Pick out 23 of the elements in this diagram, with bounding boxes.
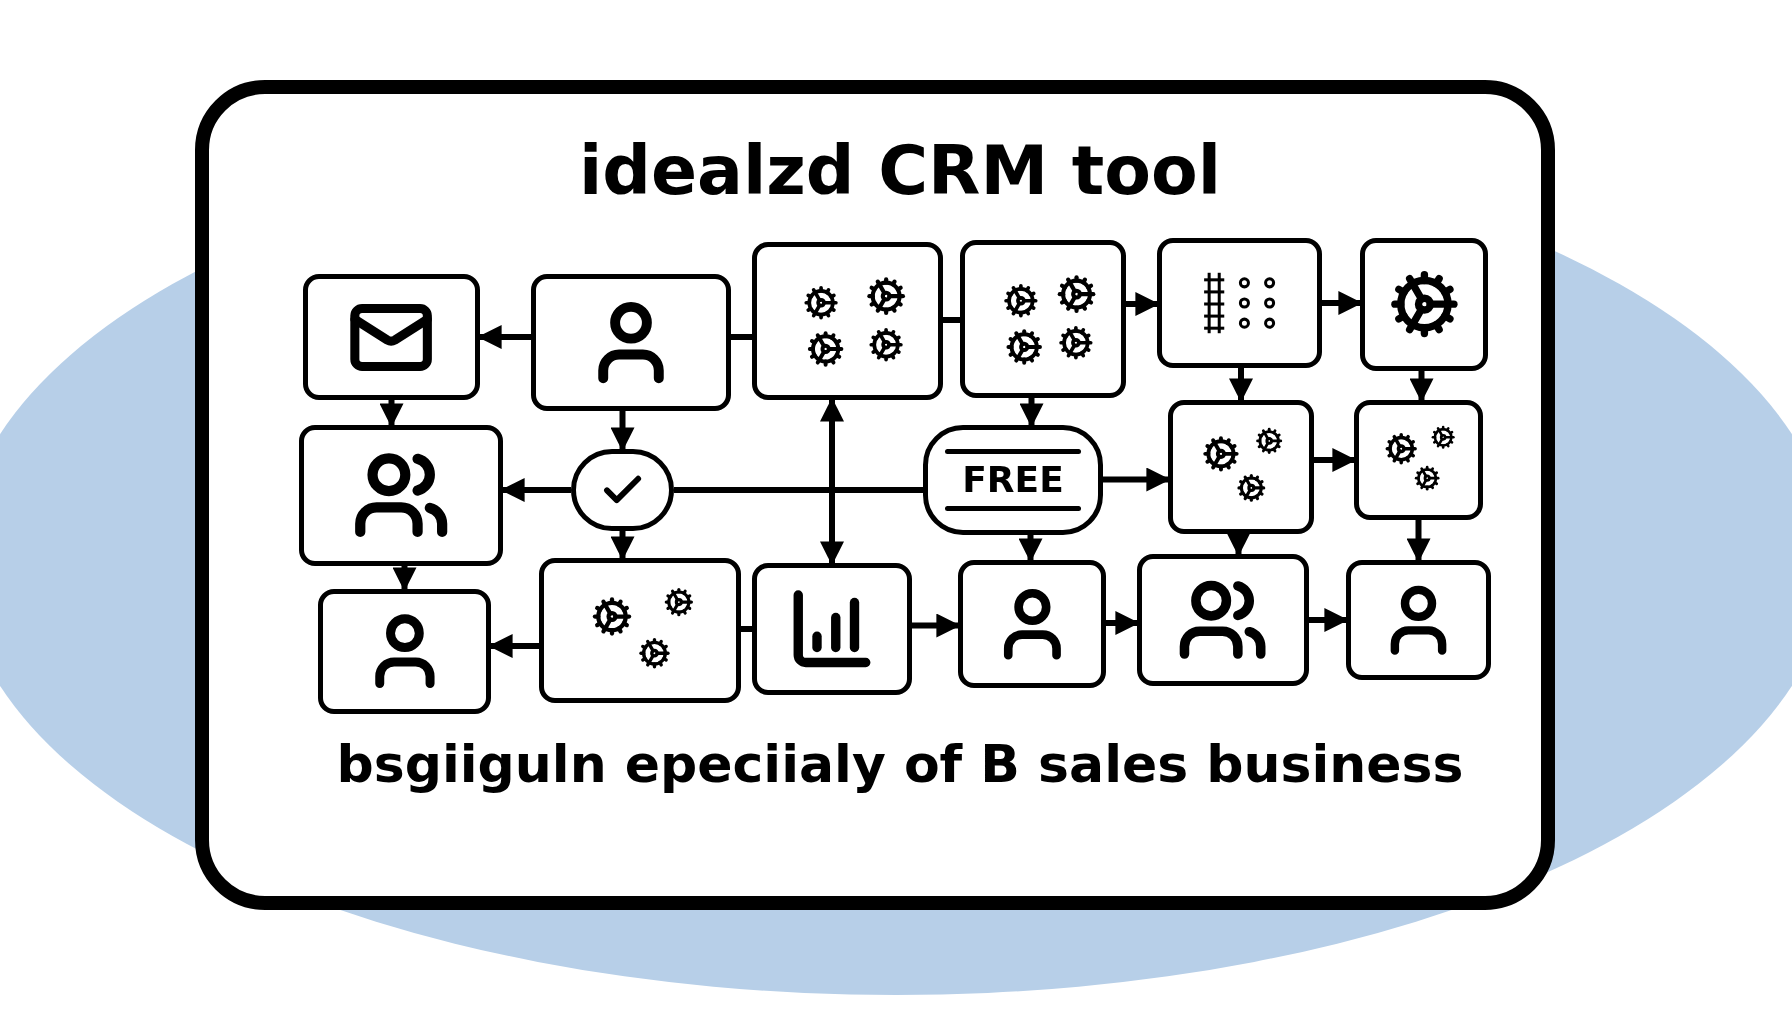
icon-box [752, 563, 912, 695]
caption: bsgiiguln epeciialy of B sales business [335, 733, 1465, 796]
node-text: FREE [962, 462, 1064, 498]
connector-line [731, 334, 752, 340]
icon-box [1137, 554, 1309, 686]
icon-box [1346, 560, 1491, 680]
icon-box [958, 560, 1106, 688]
icon-box [531, 274, 731, 411]
icon-box [539, 558, 741, 703]
icon-box [960, 240, 1126, 398]
icon-box [299, 425, 503, 566]
icon-box [752, 242, 943, 400]
icon-box [1360, 238, 1488, 371]
title: idealzd CRM tool [577, 130, 1223, 212]
icon-box [303, 274, 480, 400]
label-box [923, 425, 1103, 535]
connector-line [741, 626, 752, 632]
icon-box [318, 589, 491, 714]
connector-line [674, 487, 923, 493]
icon-box [1157, 238, 1322, 368]
icon-box [1354, 400, 1483, 520]
connector-line [943, 317, 960, 323]
icon-box [1168, 400, 1314, 534]
